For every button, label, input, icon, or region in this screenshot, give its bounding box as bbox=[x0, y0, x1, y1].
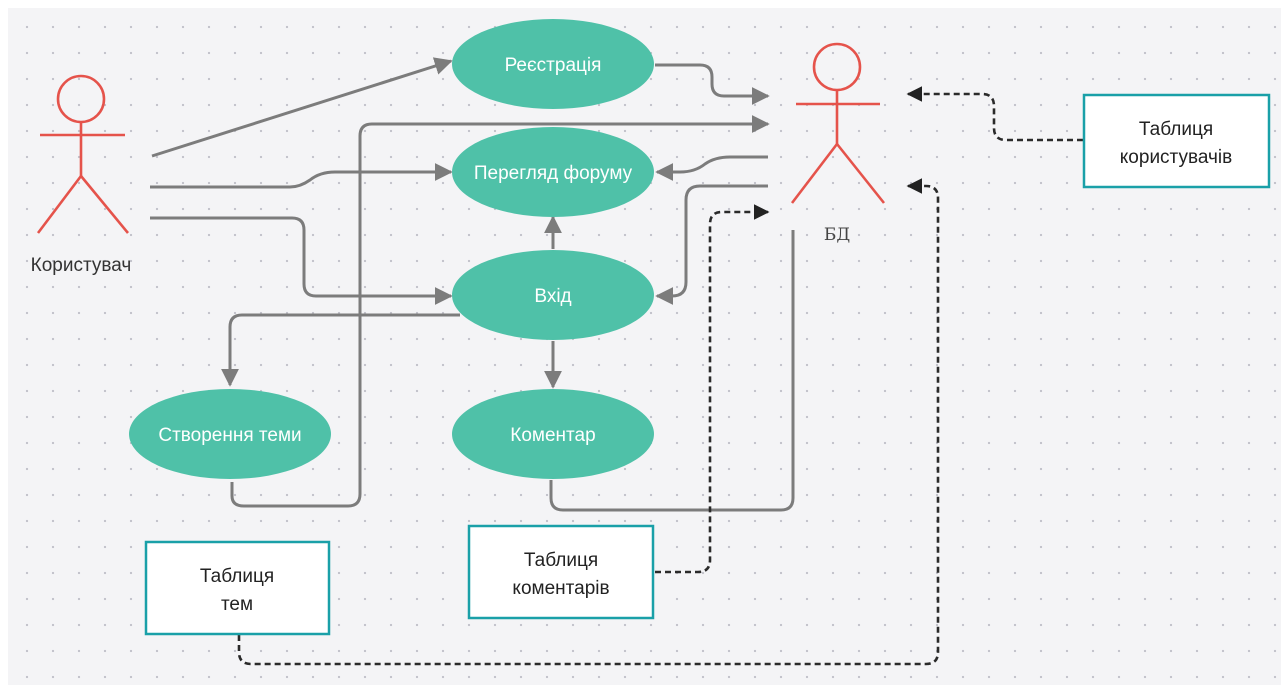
table-comments-line2: коментарів bbox=[512, 578, 609, 599]
table-box-comments[interactable]: Таблиця коментарів bbox=[467, 524, 655, 620]
use-case-registration[interactable]: Реєстрація bbox=[452, 19, 654, 109]
table-topics-line1: Таблиця bbox=[200, 566, 274, 587]
table-box-users[interactable]: Таблиця користувачів bbox=[1082, 93, 1271, 189]
table-box-topics[interactable]: Таблиця тем bbox=[144, 540, 331, 636]
arrow-user-to-login bbox=[150, 216, 453, 305]
arrow-db-to-view-forum bbox=[655, 155, 768, 181]
table-topics-line2: тем bbox=[221, 594, 253, 615]
line-comment-to-db bbox=[549, 230, 795, 512]
arrow-create-topic-to-db bbox=[230, 115, 770, 508]
dashed-arrow-users-table-to-db bbox=[906, 86, 1083, 142]
arrow-user-to-view-forum bbox=[150, 163, 453, 189]
table-users-line2: користувачів bbox=[1120, 147, 1232, 168]
table-users-line1: Таблиця bbox=[1139, 119, 1213, 140]
dashed-arrow-topics-table-to-db bbox=[237, 178, 940, 666]
dashed-arrow-comments-table-to-db bbox=[655, 204, 770, 574]
arrow-login-to-create-topic bbox=[221, 313, 460, 387]
use-case-create-topic[interactable]: Створення теми bbox=[129, 389, 331, 479]
arrow-db-to-login bbox=[655, 184, 768, 305]
use-case-comment[interactable]: Коментар bbox=[452, 389, 654, 479]
use-case-registration-label: Реєстрація bbox=[505, 55, 602, 76]
use-case-view-forum-label: Перегляд форуму bbox=[474, 163, 633, 184]
use-case-login-label: Вхід bbox=[534, 286, 571, 307]
table-comments-line1: Таблиця bbox=[524, 550, 598, 571]
arrow-user-to-registration bbox=[151, 57, 453, 158]
use-case-comment-label: Коментар bbox=[510, 425, 595, 446]
use-case-view-forum[interactable]: Перегляд форуму bbox=[452, 127, 654, 217]
actor-user-head bbox=[56, 74, 106, 124]
actor-user-label: Користувач bbox=[31, 255, 132, 276]
actor-db-head bbox=[812, 42, 862, 92]
use-case-login[interactable]: Вхід bbox=[452, 250, 654, 340]
use-case-create-topic-label: Створення теми bbox=[158, 425, 301, 446]
arrow-registration-to-db bbox=[655, 63, 770, 105]
actor-user bbox=[36, 74, 130, 234]
actor-db bbox=[790, 42, 886, 204]
actor-db-label: БД bbox=[824, 225, 850, 245]
